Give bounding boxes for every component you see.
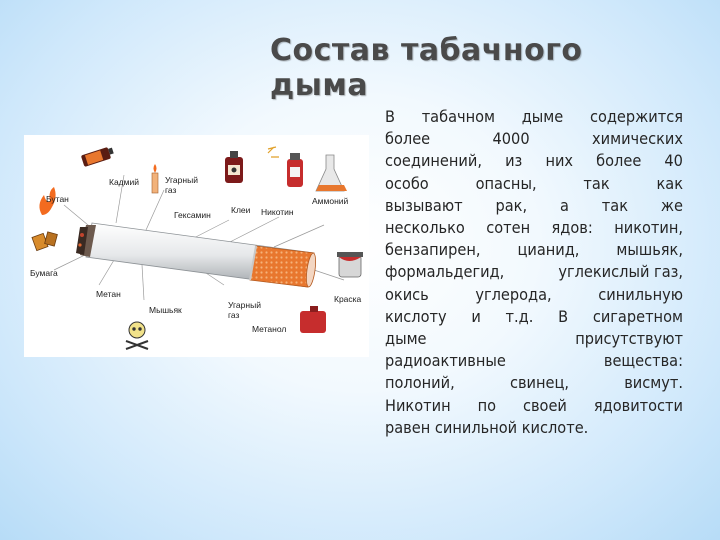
paragraph-word: мышьяк, [616,240,683,260]
label-bumaga: Бумага [30,268,58,278]
paragraph-word: т.д. [505,306,534,326]
paragraph-word: так [601,195,628,215]
paragraph-line: особо опасны, так как [385,173,683,195]
paragraph-line: более 4000 химических [385,128,683,150]
label-ugarny-gaz-top-line2: газ [165,185,177,195]
paragraph-word: рак, [495,195,528,215]
label-kadmiy: Кадмий [109,177,139,187]
paragraph-word: кислоту [385,306,447,326]
paragraph-line: дыме присутствуют [385,328,683,350]
paragraph-word: окись [385,284,429,304]
paragraph-word: дыме [385,329,427,349]
paragraph-word: бензапирен, [385,240,481,260]
label-ugarny-gaz-top-line1: Угарный [165,175,198,185]
paragraph-word: радиоактивные [385,351,506,371]
spray-can-icon [267,146,303,187]
paragraph-word: химических [592,129,683,149]
label-geksamin: Гексамин [174,210,211,220]
paragraph-word: формальдегид, [385,262,505,282]
paragraph-line: радиоактивные вещества: [385,350,683,372]
label-klei: Клеи [231,205,251,215]
paragraph-line: соединений, из них более 40 [385,150,683,172]
paragraph-word: несколько [385,218,465,238]
label-mishyak: Мышьяк [149,305,182,315]
paragraph-word: своей [522,395,567,415]
paragraph-word: опасны, [475,173,537,193]
paragraph-line: Никотин по своей ядовитости [385,395,683,417]
paragraph-line: бензапирен, цианид, мышьяк, [385,239,683,261]
paragraph-word: и [471,306,481,326]
paragraph-word: присутствуют [575,329,683,349]
label-butan: Бутан [46,194,69,204]
paragraph-word: более [596,151,642,171]
paragraph-word: свинец, [509,373,570,393]
battery-icon [81,147,114,167]
paragraph-word: них [545,151,574,171]
paragraph-line: окись углерода, синильную [385,284,683,306]
paragraph-word: равен синильной кислоте. [385,417,589,437]
lighter-fire-icon [31,187,58,252]
paragraph-word: полоний, [385,373,455,393]
paragraph-line: формальдегид, углекислый газ, [385,261,683,283]
paragraph-word: вызывают [385,195,463,215]
paragraph-word: содержится [589,107,683,126]
label-ammoniy: Аммоний [312,196,349,206]
label-nikotin: Никотин [261,207,294,217]
paragraph-word: более [385,129,431,149]
paragraph-line: вызывают рак, а так же [385,195,683,217]
label-kraska: Краска [334,294,362,304]
paragraph-line: полоний, свинец, висмут. [385,372,683,394]
paragraph-word: особо [385,173,429,193]
paragraph-word: сотен [486,218,531,238]
flask-icon [315,154,347,192]
paragraph-word: так [583,173,610,193]
paragraph-word: ядов: [551,218,593,238]
label-metanol: Метанол [252,324,286,334]
fuel-canister-icon [300,306,326,333]
paragraph-word: никотин, [614,218,683,238]
label-ugarny-gaz-bottom-line2: газ [228,310,240,320]
paragraph-word: 4000 [492,129,530,149]
paragraph-word: В [385,107,395,126]
paint-bucket-icon [337,252,363,278]
label-ugarny-gaz-bottom-line1: Угарный [228,300,261,310]
paragraph-word: цианид, [517,240,580,260]
paragraph-word: синильную [598,284,683,304]
paragraph-word: сигаретном [592,306,683,326]
paragraph-word: табачном [421,107,496,126]
paragraph-word: углекислый газ, [558,262,683,282]
candle-icon [151,164,159,194]
paragraph-word: вещества: [603,351,683,371]
paragraph-word: дыме [521,107,564,126]
paragraph-word: В [558,306,569,326]
poison-bottle-icon [225,151,243,183]
paragraph-line: несколько сотен ядов: никотин, [385,217,683,239]
paragraph-word: как [656,173,683,193]
paragraph-word: 40 [664,151,683,171]
skull-crossbones-icon [125,321,149,350]
paragraph-word: висмут. [624,373,683,393]
cigarette [76,222,317,288]
paragraph-word: а [559,195,569,215]
slide-title: Состав табачного дыма [270,33,583,103]
paragraph-word: Никотин [385,395,451,415]
paragraph-word: углерода, [475,284,552,304]
paragraph-word: же [660,195,683,215]
label-metan: Метан [96,289,121,299]
paragraph-word: ядовитости [593,395,683,415]
paragraph-line: равен синильной кислоте. [385,417,683,439]
paragraph-word: из [505,151,523,171]
paragraph-word: по [477,395,496,415]
paragraph-word: соединений, [385,151,482,171]
